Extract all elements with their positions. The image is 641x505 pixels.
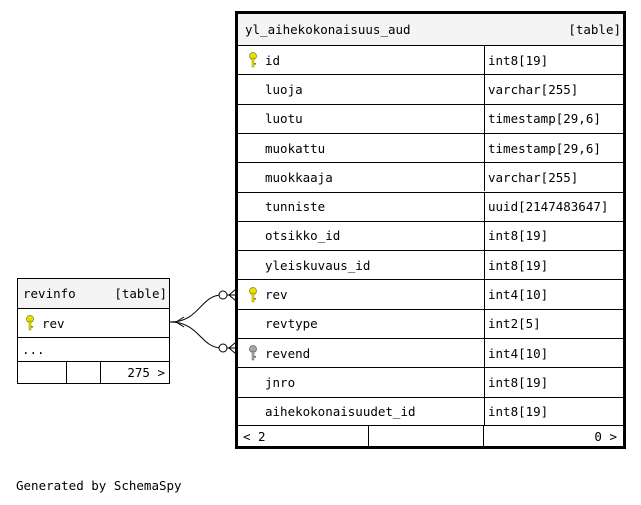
table-row[interactable]: muokattu timestamp[29,6]	[238, 132, 623, 163]
column-type: uuid[2147483647]	[484, 192, 623, 221]
table-header: yl_aihekokonaisuus_aud [table]	[238, 14, 623, 45]
foreign-key-icon	[249, 345, 257, 361]
table-footer: < 2 0 >	[238, 425, 623, 446]
table-row[interactable]: rev	[18, 308, 169, 337]
column-name: revtype	[265, 316, 318, 332]
column-name: muokattu	[265, 140, 326, 156]
column-type: int8[19]	[484, 368, 623, 397]
table-footer: 275 >	[18, 361, 169, 383]
footer-cell-middle	[67, 362, 101, 383]
table-row[interactable]: otsikko_id int8[19]	[238, 220, 623, 251]
primary-key-icon	[249, 52, 257, 68]
column-type: int4[10]	[484, 280, 623, 309]
table-more-row: ...	[18, 337, 169, 361]
table-row[interactable]: tunniste uuid[2147483647]	[238, 191, 623, 221]
generated-by-footer: Generated by SchemaSpy	[16, 478, 182, 493]
child-count-link[interactable]: 0 >	[594, 428, 617, 444]
table-row[interactable]: luotu timestamp[29,6]	[238, 103, 623, 133]
column-name: luoja	[265, 81, 303, 97]
rev-optional-marker	[218, 290, 228, 300]
table-name: yl_aihekokonaisuus_aud	[245, 22, 411, 37]
column-name: muokkaaja	[265, 169, 333, 185]
table-row[interactable]: revend int4[10]	[238, 338, 623, 368]
table-row[interactable]: rev int4[10]	[238, 279, 623, 309]
column-name: revend	[265, 345, 311, 361]
column-name: yleiskuvaus_id	[265, 257, 371, 273]
footer-cell-left	[18, 362, 67, 383]
revend-optional-marker	[218, 343, 228, 353]
revend-relationship-line	[169, 321, 236, 349]
table-type-tag: [table]	[568, 22, 621, 37]
column-name: rev	[265, 287, 288, 303]
table-row[interactable]: luoja varchar[255]	[238, 74, 623, 104]
table-row[interactable]: muokkaaja varchar[255]	[238, 162, 623, 192]
table-name: revinfo	[23, 286, 76, 301]
child-count-link[interactable]: 275 >	[127, 365, 165, 380]
column-type: int4[10]	[484, 339, 623, 368]
column-name: aihekokonaisuudet_id	[265, 404, 416, 420]
revinfo-table[interactable]: revinfo [table] rev ... 275 >	[17, 278, 170, 384]
footer-cell-middle	[369, 426, 484, 446]
column-type: int8[19]	[484, 46, 623, 75]
column-name: luotu	[265, 111, 303, 127]
table-type-tag: [table]	[114, 286, 167, 301]
table-header: revinfo [table]	[18, 279, 169, 308]
column-type: varchar[255]	[484, 75, 623, 104]
table-row[interactable]: jnro int8[19]	[238, 367, 623, 397]
column-name: jnro	[265, 374, 296, 390]
column-name: id	[265, 52, 281, 68]
column-name: tunniste	[265, 199, 326, 215]
column-name: otsikko_id	[265, 228, 341, 244]
rev-relationship-line	[169, 294, 236, 323]
table-row[interactable]: yleiskuvaus_id int8[19]	[238, 250, 623, 280]
parent-count-link[interactable]: < 2	[238, 426, 369, 446]
column-type: int8[19]	[484, 221, 623, 251]
more-columns-ellipsis: ...	[22, 342, 45, 357]
column-name: rev	[42, 315, 65, 331]
crow-foot-line	[175, 316, 185, 323]
table-row[interactable]: revtype int2[5]	[238, 308, 623, 338]
table-row[interactable]: id int8[19]	[238, 45, 623, 75]
column-type: varchar[255]	[484, 163, 623, 192]
column-type: int2[5]	[484, 309, 623, 338]
primary-key-icon	[26, 315, 34, 331]
yl-aihekokonaisuus-aud-table[interactable]: yl_aihekokonaisuus_aud [table] id int8[19…	[235, 11, 626, 449]
column-type: int8[19]	[484, 251, 623, 280]
crow-foot-line	[175, 321, 185, 328]
table-row[interactable]: aihekokonaisuudet_id int8[19]	[238, 396, 623, 426]
primary-key-icon	[249, 286, 257, 302]
column-type: timestamp[29,6]	[484, 104, 623, 133]
column-type: timestamp[29,6]	[484, 133, 623, 163]
column-type: int8[19]	[484, 397, 623, 426]
